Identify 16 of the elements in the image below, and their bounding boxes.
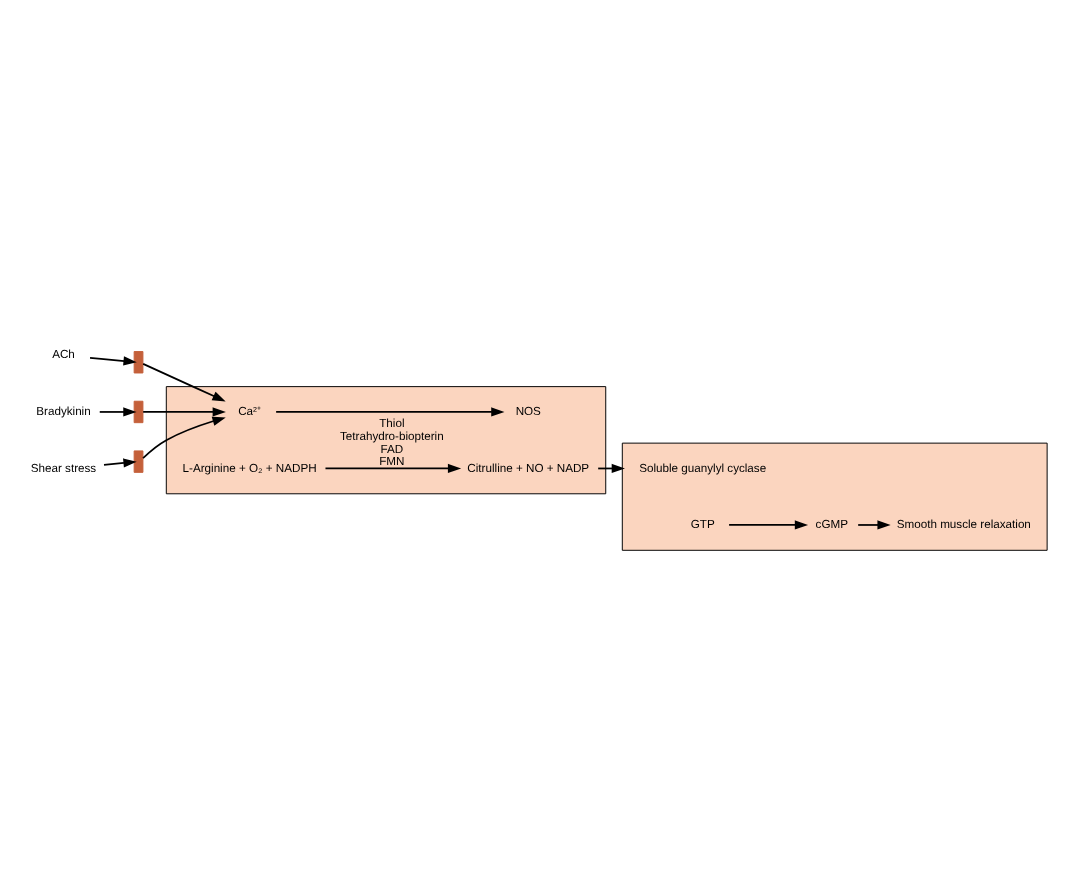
arrow <box>103 457 137 467</box>
arrow <box>728 519 809 529</box>
arrow <box>89 355 137 365</box>
arrow <box>142 415 226 459</box>
arrow <box>142 362 226 401</box>
arrow <box>142 406 226 416</box>
arrow <box>275 406 505 416</box>
node-bar <box>133 449 144 472</box>
cluster <box>621 441 1048 550</box>
arrow <box>857 519 891 529</box>
node-bar <box>133 350 144 373</box>
arrow <box>597 462 625 473</box>
arrow <box>98 406 137 416</box>
arrow <box>324 462 462 473</box>
node-bar <box>133 399 144 423</box>
cluster <box>165 385 607 494</box>
